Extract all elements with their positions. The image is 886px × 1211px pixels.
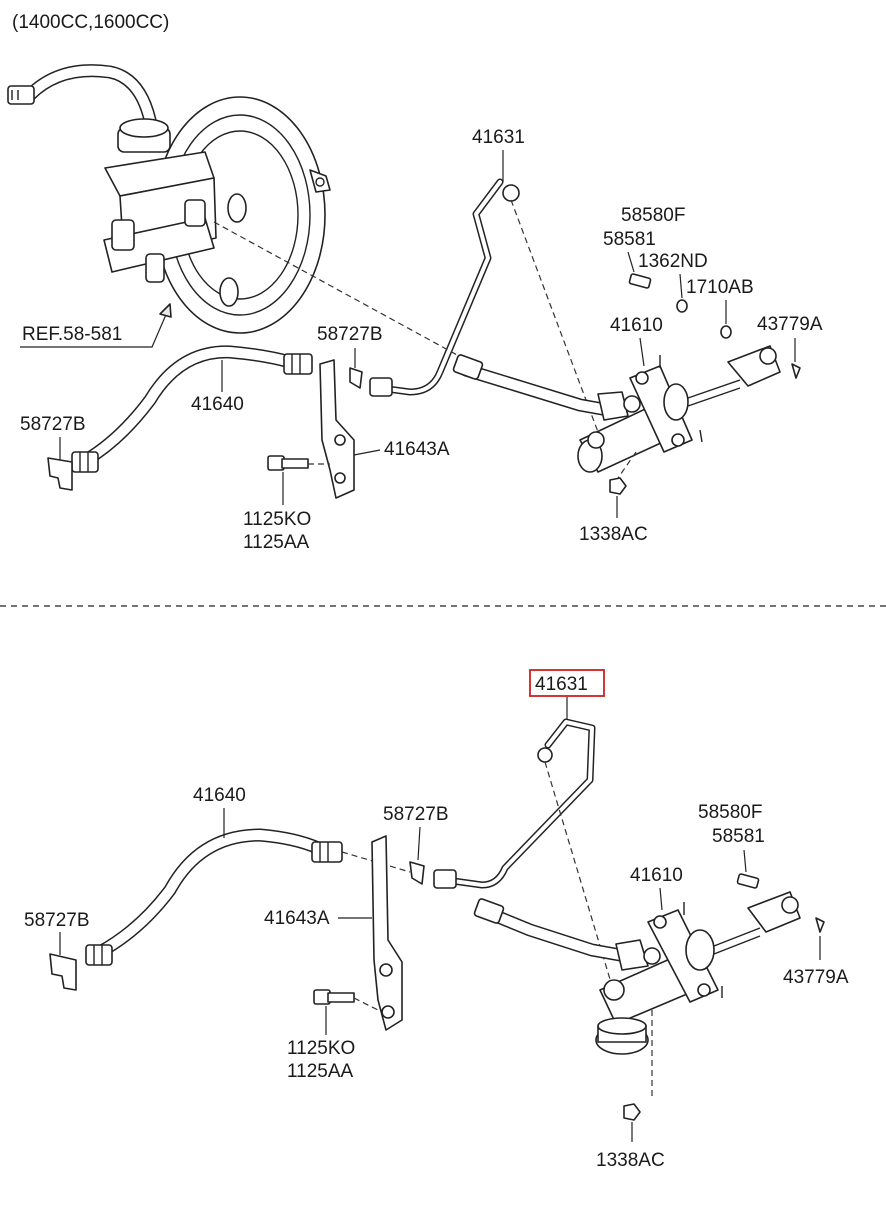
bracket-label-lower: 41643A (264, 908, 330, 929)
pin-a-label-lower: 58580F (698, 802, 762, 823)
seal-b-label-upper: 1710AB (686, 277, 754, 298)
pin-b-label-upper: 58581 (603, 229, 656, 250)
nut-lower (623, 1103, 641, 1121)
clutch-pipe-upper (369, 178, 520, 397)
hose-bracket-lower (371, 835, 403, 1031)
master-cyl-label-lower: 41610 (630, 865, 683, 886)
seal-1362nd (676, 299, 688, 313)
clevis-pin-lower (815, 917, 825, 933)
bolt-upper (267, 455, 309, 471)
clip-left-upper (47, 457, 73, 491)
nut-label-lower: 1338AC (596, 1150, 665, 1171)
bracket-label-upper: 41643A (384, 439, 450, 460)
bolt-a-label-lower: 1125KO (287, 1038, 355, 1059)
bolt-a-label-upper: 1125KO (243, 509, 311, 530)
seal-1710ab (720, 325, 732, 339)
master-cyl-label-upper: 41610 (610, 315, 663, 336)
nut-upper (609, 477, 627, 495)
clevis-label-lower: 43779A (783, 967, 849, 988)
clip-b-label-upper: 58727B (317, 324, 383, 345)
clip-center-lower (409, 861, 425, 885)
hose-label-lower: 41640 (193, 785, 246, 806)
clevis-pin-upper (791, 363, 801, 379)
hose-bracket-upper (319, 359, 355, 499)
clip-center-upper (349, 367, 363, 389)
upper-assembly: REF.58-581 41631 (7, 64, 823, 553)
pipe-label-lower-highlighted: 41631 (535, 674, 588, 695)
engine-variant-note: (1400CC,1600CC) (12, 12, 169, 33)
brake-master-cylinder (103, 118, 217, 283)
pin-upper (628, 273, 652, 289)
clip-a-label-upper: 58727B (20, 414, 86, 435)
pin-lower (736, 873, 760, 889)
hose-label-upper: 41640 (191, 394, 244, 415)
highlight-box (529, 669, 605, 697)
bolt-b-label-lower: 1125AA (287, 1061, 354, 1082)
pin-a-label-upper: 58580F (621, 205, 685, 226)
ref-label: REF.58-581 (22, 324, 122, 345)
pipe-label-upper: 41631 (472, 127, 525, 148)
clip-b-label-lower: 58727B (383, 804, 449, 825)
clutch-master-cylinder-lower (473, 891, 801, 1055)
bolt-lower (313, 989, 355, 1005)
reservoir-feed-hose (7, 64, 157, 127)
clip-left-lower (49, 953, 77, 991)
clevis-label-upper: 43779A (757, 314, 823, 335)
clutch-master-cylinder-upper (452, 345, 781, 473)
clutch-hose-upper (71, 345, 313, 473)
bolt-b-label-upper: 1125AA (243, 532, 310, 553)
clutch-hose-lower (85, 828, 343, 966)
ref-leader (20, 309, 169, 348)
seal-a-label-upper: 1362ND (638, 251, 708, 272)
clutch-pipe-lower (433, 718, 596, 889)
ref-arrowhead (159, 303, 172, 318)
clip-a-label-lower: 58727B (24, 910, 90, 931)
pin-b-label-lower: 58581 (712, 826, 765, 847)
nut-label-upper: 1338AC (579, 524, 648, 545)
lower-assembly: 41631 (24, 669, 849, 1171)
